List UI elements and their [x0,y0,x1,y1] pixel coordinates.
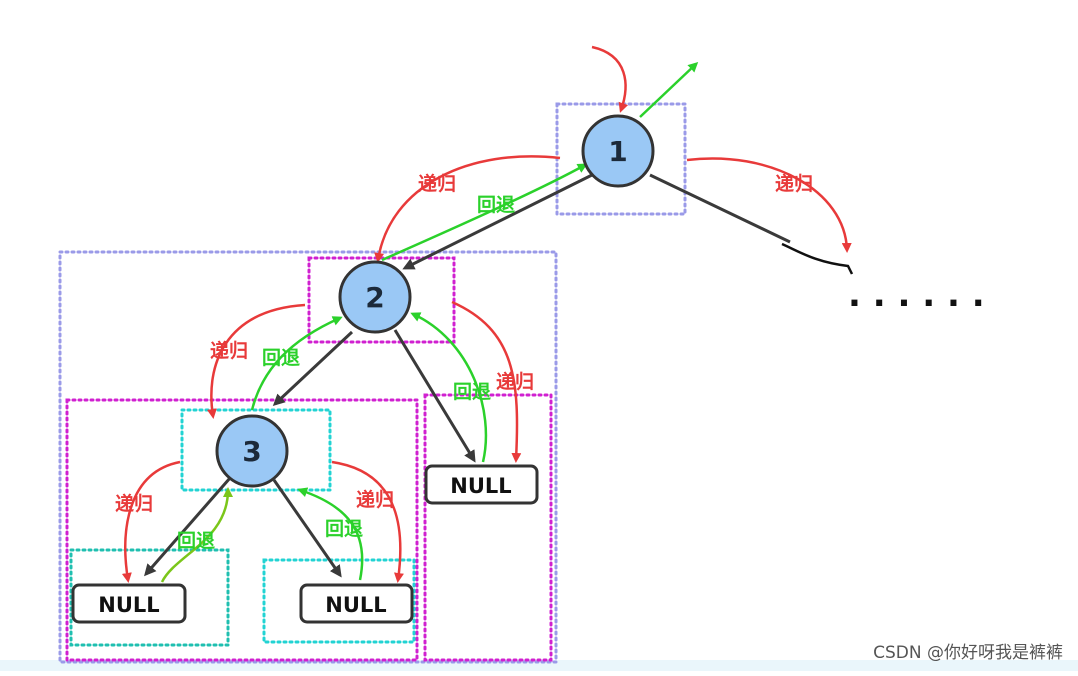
null-label-3-right: NULL [325,593,386,617]
recurse-arrow-1-to-2 [374,155,561,263]
backtrack-arrow-3-to-2 [250,316,343,411]
frame-null-3-left [69,548,230,647]
backtrack-arrow-2-to-1 [381,163,588,262]
backtrack-arrow-null-left-to-3 [160,487,233,583]
recurse-arrow-3-to-null-left [121,460,181,583]
null-box-3-right: NULL [299,583,414,624]
hand-drawn-stroke [781,242,854,275]
backtrack-label-null-left-to-3: 回退 [177,530,215,552]
recurse-label-3-to-null-right: 递归 [356,488,394,511]
recurse-label-3-to-null-left: 递归 [115,492,153,515]
recurse-label-2-to-null: 递归 [496,370,534,393]
null-label-3-left: NULL [98,593,159,617]
recurse-label-1-to-2: 递归 [418,172,456,195]
backtrack-label-null-right-to-3: 回退 [325,518,363,540]
recurse-arrow-2-to-3 [206,303,306,419]
frame-node-1 [555,102,687,216]
backtrack-arrow-null-to-2 [410,312,488,463]
tree-node-1: 1 [581,114,655,188]
recurse-label-2-to-3: 递归 [210,339,248,362]
recurse-arrow-2-to-null [451,300,522,463]
edge-1-2 [402,173,593,270]
edge-3-null-right [272,479,342,578]
null-box-2-right: NULL [424,464,539,505]
node-label-3: 3 [242,435,261,468]
tree-node-3: 3 [215,414,289,488]
backtrack-label-null-to-2: 回退 [453,381,491,403]
frame-null-3-right [262,558,416,644]
recurse-arrow-1-right [686,157,852,253]
frame-subtree-3 [65,398,419,662]
node-label-1: 1 [608,135,627,168]
edge-3-null-left [144,477,232,577]
null-label-2-right: NULL [450,474,511,498]
ellipsis: . . . . . . [848,275,985,315]
edge-2-null [393,329,476,463]
node-label-2: 2 [365,281,384,314]
frame-node-3 [180,408,332,492]
bottom-band [0,660,1078,671]
tree-node-2: 2 [338,260,412,334]
frame-subtree-2 [58,250,558,664]
edge-1-right [649,173,791,244]
recurse-arrow-3-to-null-right [331,460,404,583]
recurse-label-1-right: 递归 [775,172,813,195]
backtrack-arrow-out-of-1 [639,61,699,118]
watermark: CSDN @你好呀我是裤裤 [873,643,1063,663]
backtrack-arrow-null-right-to-3 [297,487,364,581]
edge-2-3 [272,330,354,407]
null-box-3-left: NULL [71,583,187,624]
backtrack-label-2-to-1: 回退 [477,194,515,216]
frame-null-2-right [423,393,553,662]
backtrack-label-3-to-2: 回退 [262,347,300,369]
recurse-arrow-into-1 [591,45,629,113]
